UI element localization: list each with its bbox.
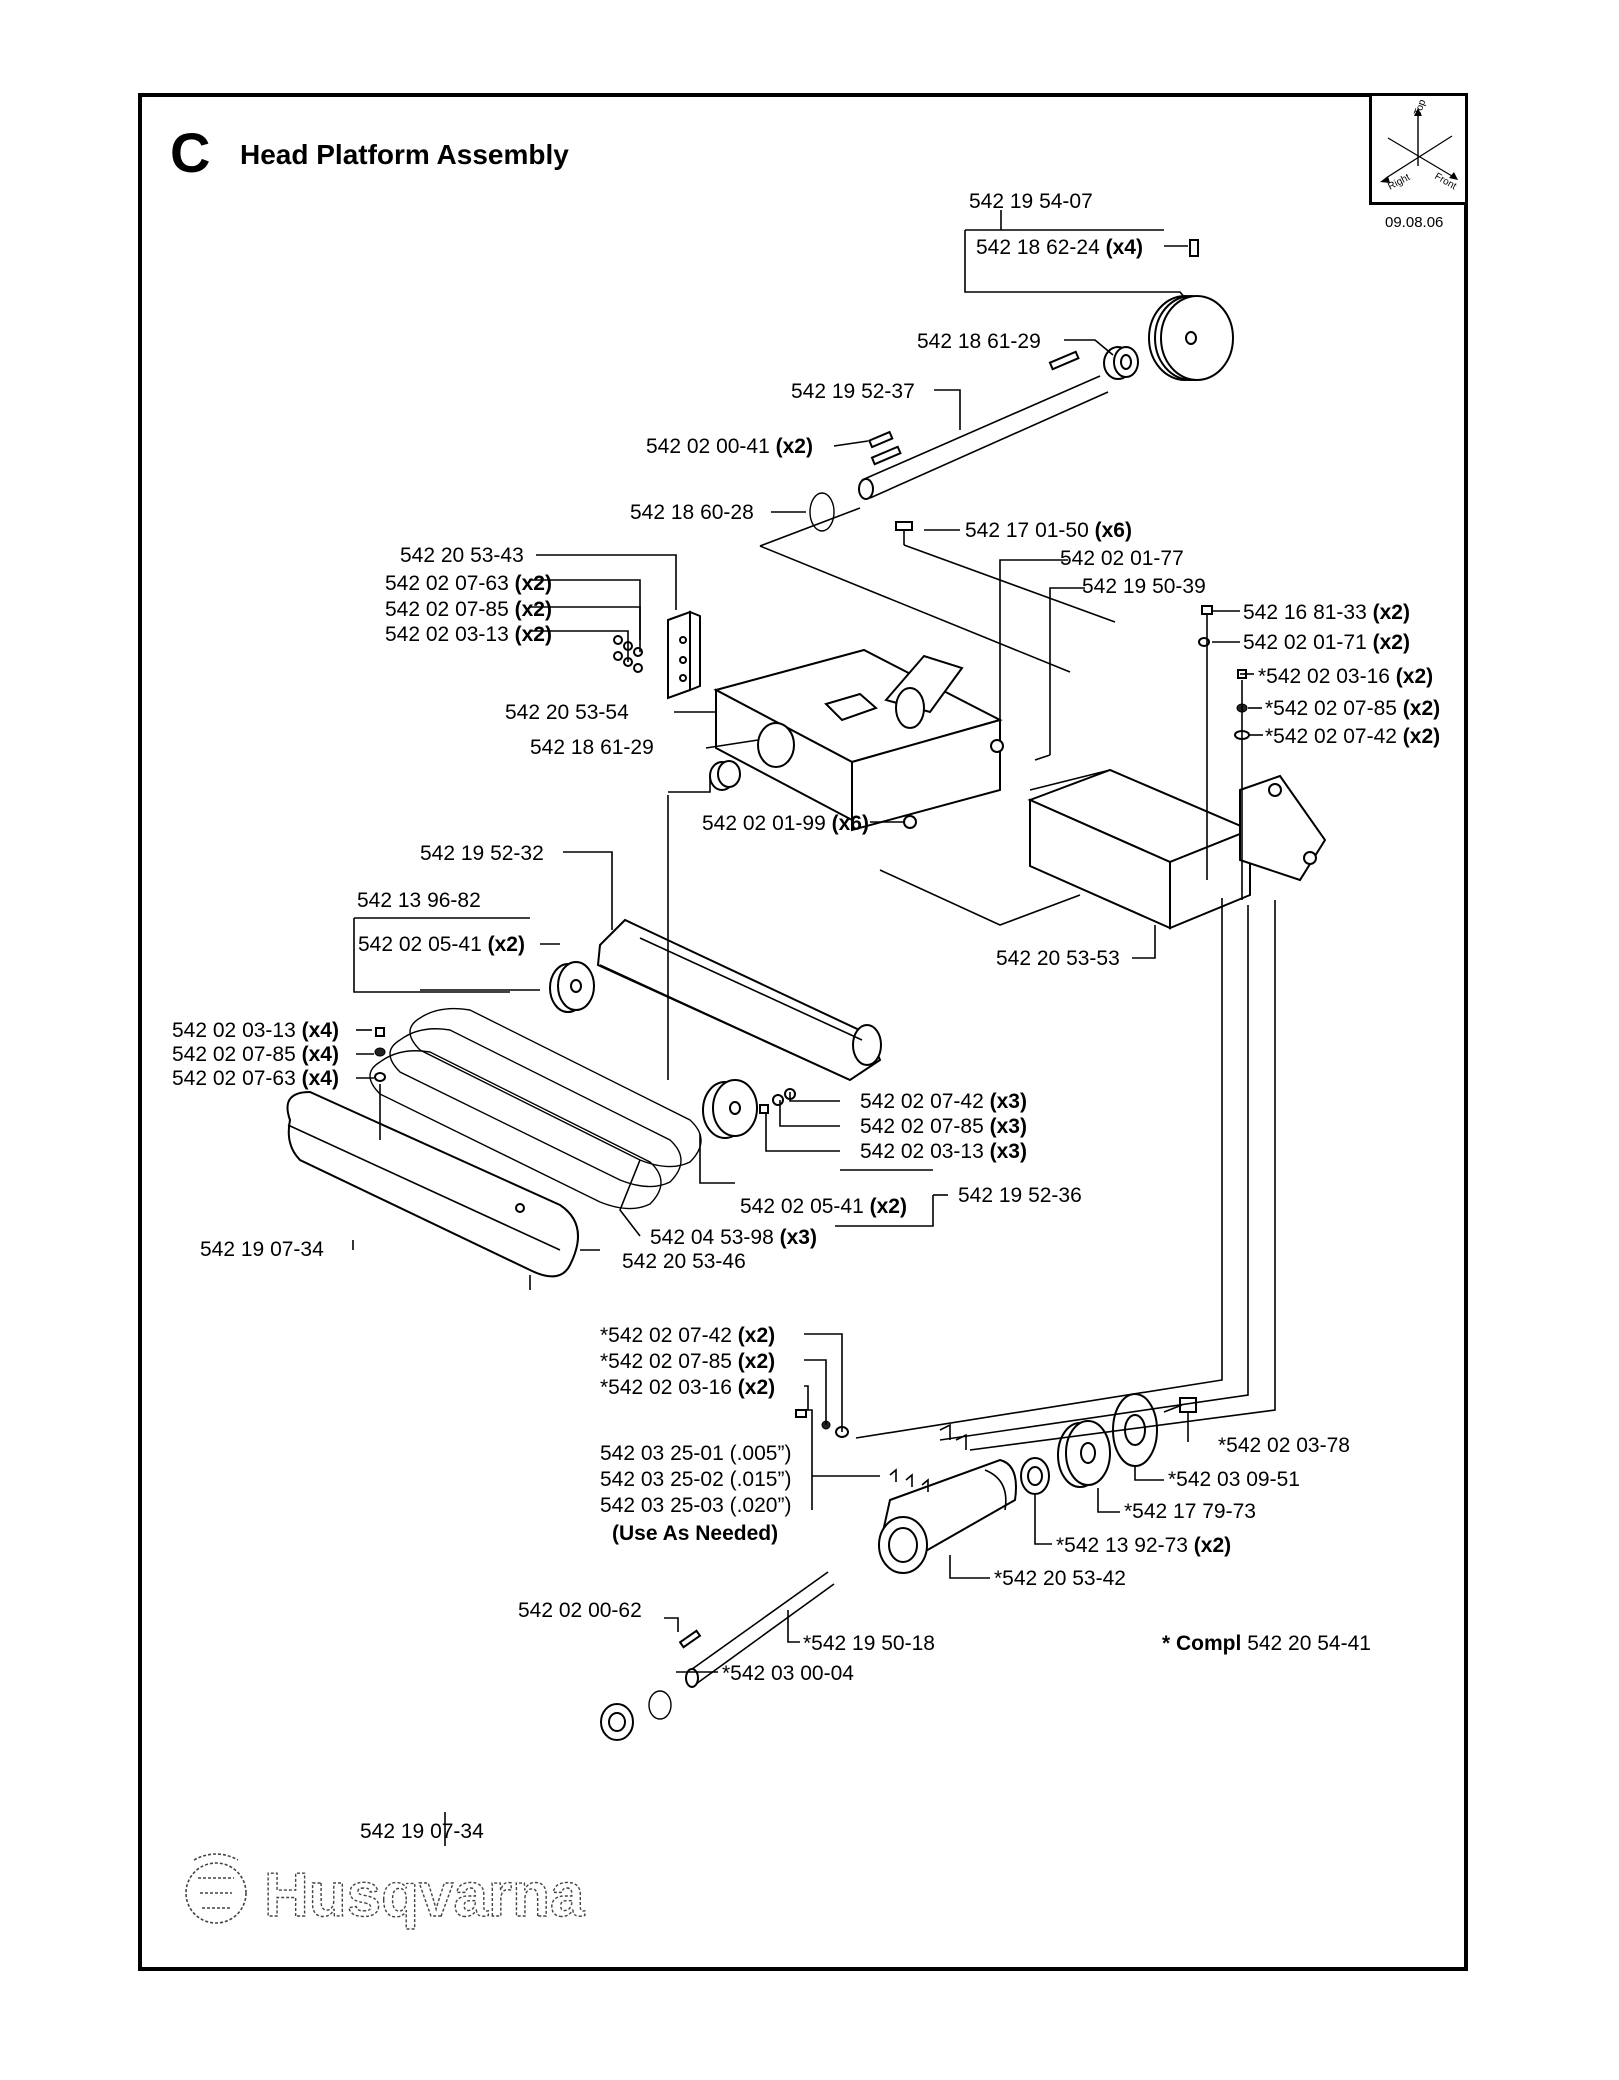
- spindle-shaft: [678, 1571, 835, 1688]
- part-label: *542 02 07-85 (x2): [1265, 697, 1440, 720]
- part-label: 542 19 07-34: [360, 1820, 484, 1843]
- part-label: 542 20 53-53: [996, 947, 1120, 970]
- part-label: *542 17 79-73: [1124, 1500, 1256, 1523]
- shim-set: [889, 1423, 967, 1492]
- part-label: 542 02 07-63 (x4): [172, 1067, 339, 1090]
- part-label: 542 02 01-99 (x6): [702, 812, 869, 835]
- brand-wordmark: Husqvarna: [264, 1861, 585, 1930]
- part-label: 542 18 61-29: [917, 330, 1041, 353]
- part-label: 542 13 96-82: [357, 889, 481, 912]
- part-label: 542 02 07-85 (x3): [860, 1115, 1027, 1138]
- part-label: *542 19 50-18: [803, 1632, 935, 1655]
- axis-top-label: Top: [1412, 98, 1428, 117]
- part-label: 542 02 03-13 (x2): [385, 623, 552, 646]
- part-label: 542 19 52-36: [958, 1184, 1082, 1207]
- part-label: 542 03 25-03 (.020”): [600, 1494, 791, 1517]
- cover-screws: [374, 1027, 386, 1082]
- part-label: 542 02 07-85 (x4): [172, 1043, 339, 1066]
- shaft-collar: [1103, 346, 1139, 380]
- orientation-compass: Top Right Front: [1369, 93, 1468, 205]
- left-pulley: [549, 961, 595, 1013]
- section-letter: C: [170, 121, 211, 184]
- part-label: 542 02 07-63 (x2): [385, 572, 552, 595]
- leader-lines: [352, 210, 1276, 1846]
- complete-kit-note: * Compl 542 20 54-41: [1162, 1632, 1371, 1655]
- belt-frame: [596, 918, 882, 1082]
- part-label: 542 19 52-32: [420, 842, 544, 865]
- part-label: *542 02 03-16 (x2): [600, 1376, 775, 1399]
- orientation-axes-icon: Top Right Front: [1380, 98, 1458, 193]
- part-label: 542 20 53-54: [505, 701, 629, 724]
- part-label: *542 13 92-73 (x2): [1056, 1534, 1231, 1557]
- part-label: 542 02 00-62: [518, 1599, 642, 1622]
- right-pulley: [702, 1079, 758, 1139]
- part-label: 542 20 53-43: [400, 544, 524, 567]
- lock-nut: [903, 815, 917, 829]
- part-label: 542 02 07-42 (x3): [860, 1090, 1027, 1113]
- belt-cover: [286, 1090, 579, 1278]
- spindle-screws: [795, 1409, 849, 1438]
- part-label: 542 18 62-24 (x4): [976, 236, 1143, 259]
- part-label: *542 03 09-51: [1168, 1468, 1300, 1491]
- head-carriage: [1027, 768, 1327, 930]
- shaft-key: [868, 430, 894, 449]
- part-label: 542 02 01-71 (x2): [1243, 631, 1410, 654]
- part-label: 542 03 25-02 (.015”): [600, 1468, 791, 1491]
- part-label: *542 02 07-42 (x2): [1265, 725, 1440, 748]
- page-frame: [138, 93, 1468, 1971]
- part-label: 542 19 54-07: [969, 190, 1093, 213]
- part-label: 542 02 07-85 (x2): [385, 598, 552, 621]
- hex-bolt: [895, 521, 913, 545]
- drive-shaft: [858, 350, 1109, 500]
- blade-flange: [1057, 1420, 1111, 1488]
- part-label: 542 19 07-34: [200, 1238, 324, 1261]
- part-label: 542 03 25-01 (.005”): [600, 1442, 791, 1465]
- part-label: 542 19 50-39: [1082, 575, 1206, 598]
- spindle-bearing: [1020, 1457, 1050, 1495]
- frame-collar: [709, 760, 741, 791]
- drive-belts: [369, 1007, 702, 1210]
- tensioner-bracket: [667, 610, 701, 700]
- retaining-ring: [809, 492, 835, 532]
- part-label: 542 16 81-33 (x2): [1243, 601, 1410, 624]
- part-label: 542 19 52-37: [791, 380, 915, 403]
- part-label: *542 03 00-04: [722, 1662, 854, 1685]
- part-label: 542 02 03-13 (x4): [172, 1019, 339, 1042]
- part-labels: 542 19 54-07 542 18 62-24 (x4) 542 18 61…: [172, 190, 1440, 1843]
- husqvarna-logo: Husqvarna: [185, 1853, 586, 1931]
- top-pulley: [1148, 239, 1234, 381]
- part-label: 542 02 01-77: [1060, 547, 1184, 570]
- adjust-nut: [990, 739, 1004, 753]
- part-label: 542 02 00-41 (x2): [646, 435, 813, 458]
- page-title: Head Platform Assembly: [240, 139, 569, 170]
- part-label: *542 20 53-42: [994, 1567, 1126, 1590]
- part-label: *542 02 07-85 (x2): [600, 1350, 775, 1373]
- part-label: *542 02 03-78: [1218, 1434, 1350, 1457]
- part-label: 542 17 01-50 (x6): [965, 519, 1132, 542]
- part-label: 542 02 03-13 (x3): [860, 1140, 1027, 1163]
- date-code: 09.08.06: [1385, 214, 1444, 231]
- part-label: 542 02 05-41 (x2): [740, 1195, 907, 1218]
- part-label: *542 02 07-42 (x2): [600, 1324, 775, 1347]
- part-label: 542 02 05-41 (x2): [358, 933, 525, 956]
- spindle-housing: [878, 1458, 1017, 1574]
- part-label: 542 18 60-28: [630, 501, 754, 524]
- part-label: 542 04 53-98 (x3): [650, 1226, 817, 1249]
- tube-collar: [757, 722, 795, 768]
- part-label: 542 18 61-29: [530, 736, 654, 759]
- part-label: *542 02 03-16 (x2): [1258, 665, 1433, 688]
- use-as-needed-note: (Use As Needed): [612, 1522, 778, 1545]
- part-label: 542 20 53-46: [622, 1250, 746, 1273]
- spacer-ring: [648, 1690, 672, 1720]
